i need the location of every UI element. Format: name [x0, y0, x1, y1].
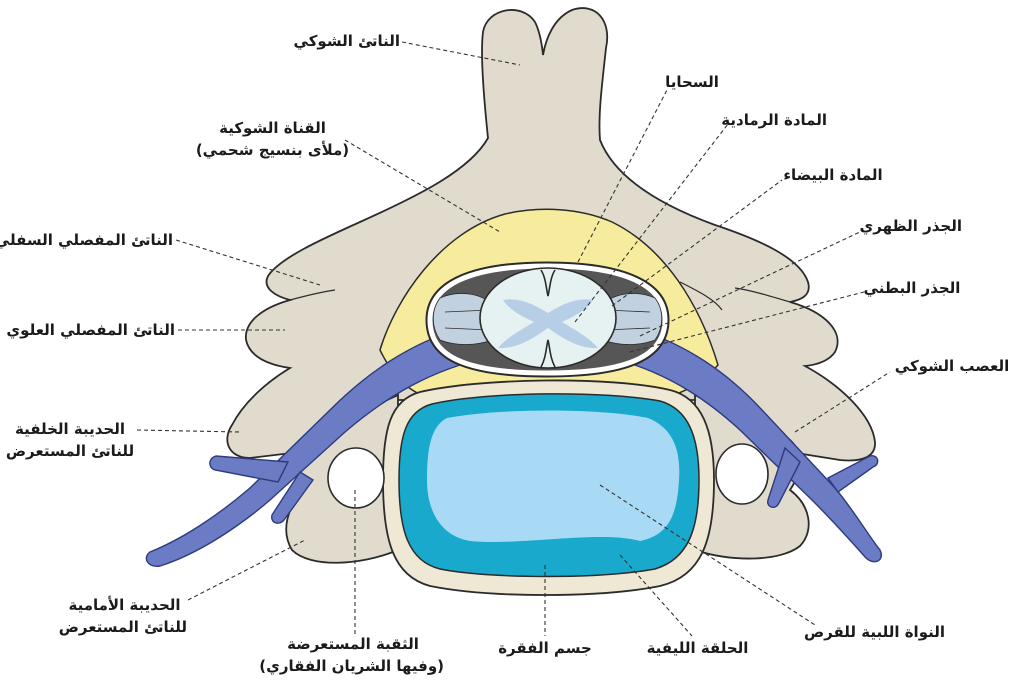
- label-spinous-process-text: الناتئ الشوكي: [293, 32, 400, 50]
- label-meninges-text: السحايا: [665, 73, 719, 91]
- label-white-matter-text: المادة البيضاء: [783, 166, 883, 184]
- left-nerve-roots: [432, 293, 493, 345]
- label-ventral-root-text: الجذر البطني: [863, 279, 961, 297]
- right-nerve-trunk: [634, 329, 882, 563]
- label-superior-articular-process-text: الناتئ المفصلي العلوي: [6, 321, 175, 339]
- leader-nucleus-pulposus: [599, 484, 816, 626]
- label-annulus-fibrosus: الحلقة الليفية: [645, 637, 750, 659]
- label-inferior-articular-process: الناتئ المفصلي السفلي: [0, 229, 173, 251]
- label-gray-matter: المادة الرمادية: [721, 109, 827, 131]
- label-posterior-tubercle-line2: للناتئ المستعرض: [5, 442, 135, 460]
- left-facet-line: [289, 289, 336, 301]
- leader-meninges: [577, 87, 669, 263]
- label-spinal-nerve: العصب الشوكي: [885, 355, 1019, 377]
- label-meninges: السحايا: [660, 71, 724, 93]
- anterior-median-fissure: [540, 339, 556, 368]
- label-vertebral-body: جسم الفقرة: [495, 637, 595, 659]
- label-spinal-canal: القناة الشوكية (ملأى بنسيج شحمي): [185, 117, 360, 161]
- label-spinal-canal-line1: القناة الشوكية: [219, 119, 326, 137]
- label-dorsal-root: الجذر الظهري: [859, 215, 962, 237]
- leader-spinous-process: [401, 41, 521, 66]
- left-spinal-nerve: [145, 329, 461, 567]
- right-transverse-foramen: [715, 443, 769, 505]
- right-spinal-nerve: [634, 329, 882, 563]
- right-nerve-roots: [602, 293, 663, 345]
- leader-white-matter: [611, 179, 783, 307]
- label-superior-articular-process: الناتئ المفصلي العلوي: [5, 319, 175, 341]
- label-dorsal-root-text: الجذر الظهري: [859, 217, 962, 235]
- right-lamina-line: [679, 281, 723, 311]
- label-inferior-articular-process-text: الناتئ المفصلي السفلي: [0, 231, 173, 249]
- label-spinal-canal-line2: (ملأى بنسيج شحمي): [195, 141, 350, 159]
- label-transverse-foramen-line2: (وفيها الشريان الفقاري): [259, 657, 444, 675]
- label-spinal-nerve-text: العصب الشوكي: [894, 357, 1010, 375]
- right-facet-line: [734, 287, 791, 303]
- label-white-matter: المادة البيضاء: [778, 164, 888, 186]
- posterior-median-sulcus: [540, 269, 556, 297]
- label-anterior-tubercle-line1: الحديبة الأمامية: [68, 596, 181, 614]
- leader-posterior-tubercle: [136, 429, 241, 433]
- left-transverse-foramen: [327, 447, 385, 509]
- right-nerve-branch-lower: [767, 446, 801, 508]
- label-posterior-tubercle-line1: الحديبة الخلفية: [14, 420, 126, 438]
- label-transverse-foramen-line1: الثقبة المستعرضة: [287, 635, 419, 653]
- left-nerve-branch-upper: [209, 455, 290, 483]
- leader-ventral-root: [629, 291, 865, 353]
- leader-spinal-canal: [344, 139, 501, 233]
- nucleus-pulposus: [427, 410, 680, 542]
- label-transverse-foramen: الثقبة المستعرضة (وفيها الشريان الفقاري): [259, 633, 444, 677]
- left-nerve-branch-lower: [271, 471, 315, 524]
- label-vertebral-body-text: جسم الفقرة: [498, 639, 592, 657]
- label-nucleus-pulposus: النواة اللبية للقرص: [803, 621, 945, 643]
- left-nerve-trunk: [145, 329, 461, 567]
- label-spinous-process: الناتئ الشوكي: [288, 30, 400, 52]
- label-gray-matter-text: المادة الرمادية: [721, 111, 827, 129]
- gray-matter: [498, 299, 598, 349]
- label-anterior-tubercle: الحديبة الأمامية للناتئ المستعرض: [58, 594, 187, 638]
- label-ventral-root: الجذر البطني: [862, 277, 962, 299]
- label-annulus-fibrosus-text: الحلقة الليفية: [646, 639, 749, 657]
- leader-anterior-tubercle: [187, 539, 306, 601]
- label-posterior-tubercle: الحديبة الخلفية للناتئ المستعرض: [5, 418, 135, 462]
- label-nucleus-pulposus-text: النواة اللبية للقرص: [803, 623, 945, 641]
- right-nerve-branch-upper: [826, 455, 879, 493]
- label-anterior-tubercle-line2: للناتئ المستعرض: [58, 618, 187, 636]
- leader-spinal-nerve: [794, 371, 891, 433]
- leader-dorsal-root: [639, 229, 865, 337]
